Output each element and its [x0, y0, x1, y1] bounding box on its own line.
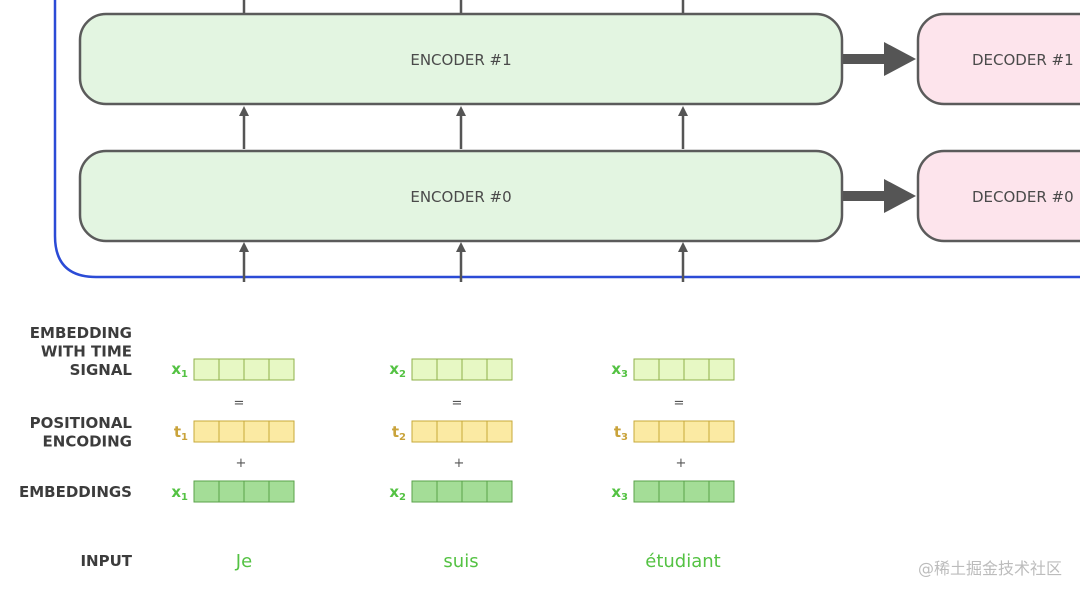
row-label-positional-encoding: ENCODING — [43, 433, 132, 451]
time-signal-var-label: x2 — [389, 360, 406, 380]
positional-encoding-vector-cell — [193, 420, 220, 443]
time-signal-vector-cell — [486, 358, 513, 381]
encoder-stack-frame — [53, 0, 1080, 279]
decoder-label: DECODER #0 — [972, 188, 1074, 206]
positional-encoding-vector-cell — [218, 420, 245, 443]
decoder-label: DECODER #1 — [972, 51, 1074, 69]
encoder-box — [78, 12, 844, 106]
positional-encoding-vector-cell — [486, 420, 513, 443]
row-label-input: INPUT — [80, 552, 132, 570]
time-signal-vector-cell — [411, 358, 438, 381]
encoder-box — [78, 149, 844, 243]
time-signal-vector-cell — [633, 358, 660, 381]
embedding-var-label: x3 — [611, 483, 628, 503]
embedding-vector-cell — [411, 480, 438, 503]
input-to-encoder0-arrow-head — [678, 242, 688, 252]
plus-operator: + — [236, 456, 247, 471]
embedding-vector-cell — [218, 480, 245, 503]
encoder0-to-encoder1-arrow-head — [456, 106, 466, 116]
time-signal-vector-cell — [268, 358, 295, 381]
positional-var-label: t3 — [614, 423, 628, 443]
watermark-text: @稀土掘金技术社区 — [918, 559, 1062, 578]
row-label-embedding-with-time-signal: EMBEDDING — [30, 324, 132, 342]
positional-encoding-vector-cell — [411, 420, 438, 443]
positional-var-label: t2 — [392, 423, 406, 443]
embedding-vector-cell — [633, 480, 660, 503]
time-signal-var-label: x1 — [171, 360, 188, 380]
plus-operator: + — [454, 456, 465, 471]
embedding-vector-cell — [708, 480, 735, 503]
time-signal-vector-cell — [658, 358, 685, 381]
equals-operator: = — [452, 396, 463, 411]
time-signal-var-label: x3 — [611, 360, 628, 380]
embedding-vector-cell — [193, 480, 220, 503]
row-label-embeddings: EMBEDDINGS — [19, 483, 132, 501]
row-label-positional-encoding: POSITIONAL — [30, 414, 133, 432]
embedding-vector-cell — [658, 480, 685, 503]
encoder-to-decoder-arrow-shaft — [842, 54, 886, 64]
equals-operator: = — [674, 396, 685, 411]
embedding-vector-cell — [243, 480, 270, 503]
time-signal-vector-cell — [193, 358, 220, 381]
positional-encoding-vector-cell — [268, 420, 295, 443]
row-label-embedding-with-time-signal: SIGNAL — [70, 361, 133, 379]
positional-encoding-vector-cell — [683, 420, 710, 443]
decoder-box — [916, 12, 1080, 106]
time-signal-vector-cell — [683, 358, 710, 381]
input-word: étudiant — [645, 551, 720, 572]
input-word: Je — [235, 551, 252, 572]
time-signal-vector-cell — [243, 358, 270, 381]
encoder-to-decoder-arrow-head — [884, 179, 916, 213]
embedding-var-label: x2 — [389, 483, 406, 503]
embedding-var-label: x1 — [171, 483, 188, 503]
encoder-to-decoder-arrow-head — [884, 42, 916, 76]
encoder-label: ENCODER #1 — [410, 51, 511, 69]
time-signal-vector-cell — [708, 358, 735, 381]
row-label-embedding-with-time-signal: WITH TIME — [41, 343, 132, 361]
time-signal-vector-cell — [436, 358, 463, 381]
embedding-vector-cell — [683, 480, 710, 503]
positional-encoding-vector-cell — [243, 420, 270, 443]
equals-operator: = — [234, 396, 245, 411]
positional-var-label: t1 — [174, 423, 188, 443]
decoder-box — [916, 149, 1080, 243]
encoder0-to-encoder1-arrow-head — [678, 106, 688, 116]
time-signal-vector-cell — [461, 358, 488, 381]
encoder-label: ENCODER #0 — [410, 188, 511, 206]
embedding-vector-cell — [436, 480, 463, 503]
input-to-encoder0-arrow-head — [456, 242, 466, 252]
encoder0-to-encoder1-arrow-head — [239, 106, 249, 116]
embedding-vector-cell — [268, 480, 295, 503]
input-to-encoder0-arrow-head — [239, 242, 249, 252]
positional-encoding-vector-cell — [633, 420, 660, 443]
positional-encoding-vector-cell — [708, 420, 735, 443]
positional-encoding-vector-cell — [436, 420, 463, 443]
plus-operator: + — [676, 456, 687, 471]
encoder-to-decoder-arrow-shaft — [842, 191, 886, 201]
input-word: suis — [443, 551, 478, 572]
embedding-vector-cell — [461, 480, 488, 503]
positional-encoding-vector-cell — [658, 420, 685, 443]
time-signal-vector-cell — [218, 358, 245, 381]
embedding-vector-cell — [486, 480, 513, 503]
positional-encoding-vector-cell — [461, 420, 488, 443]
